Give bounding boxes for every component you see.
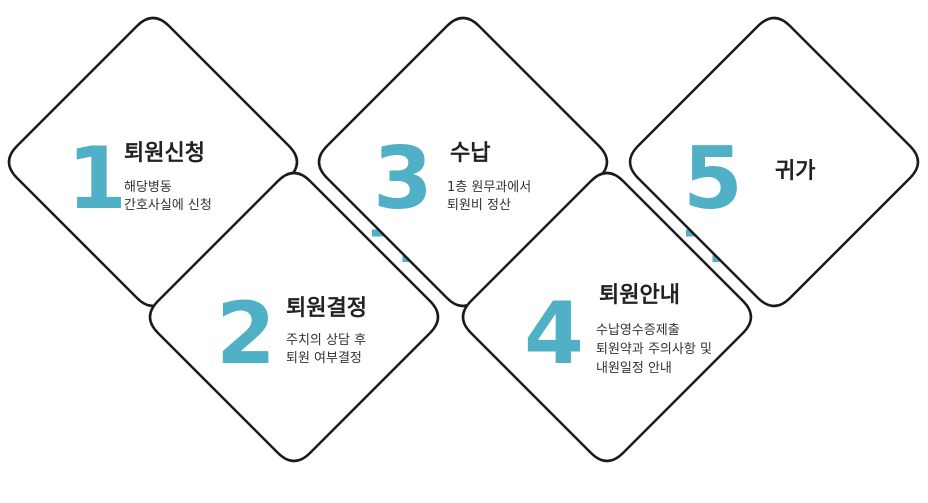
step-2-line-1: 주치의 상담 후 [286, 333, 366, 348]
step-4-number: 4 [524, 284, 584, 384]
step-4-line-1: 수납영수증제출 [596, 323, 680, 338]
step-5-diamond [628, 16, 920, 308]
step-3-line-1: 1층 원무과에서 [447, 180, 531, 195]
step-3-title: 수납 [450, 141, 490, 166]
step-5-card: 5 귀가 [628, 16, 920, 308]
step-5-number: 5 [683, 129, 743, 229]
step-1-line-2: 간호사실에 신청 [124, 198, 212, 213]
step-2-title: 퇴원결정 [286, 296, 367, 321]
step-4-line-2: 퇴원약과 주의사항 및 [596, 342, 712, 357]
step-4-line-3: 내원일정 안내 [596, 361, 672, 376]
step-3-line-2: 퇴원비 정산 [447, 198, 511, 213]
step-3-number: 3 [373, 129, 433, 229]
step-4-card: 4 퇴원안내 수납영수증제출 퇴원약과 주의사항 및 내원일정 안내 [461, 171, 753, 463]
step-1-number: 1 [67, 129, 127, 229]
step-2-diamond [148, 171, 440, 463]
step-4-diamond [461, 171, 753, 463]
step-1-title: 퇴원신청 [124, 141, 205, 166]
step-2-card: 2 퇴원결정 주치의 상담 후 퇴원 여부결정 [148, 171, 440, 463]
step-5-title: 귀가 [775, 159, 815, 184]
step-2-number: 2 [216, 284, 276, 384]
step-1-line-1: 해당병동 [124, 180, 172, 195]
step-2-line-2: 퇴원 여부결정 [286, 351, 362, 366]
step-4-title: 퇴원안내 [599, 283, 680, 308]
